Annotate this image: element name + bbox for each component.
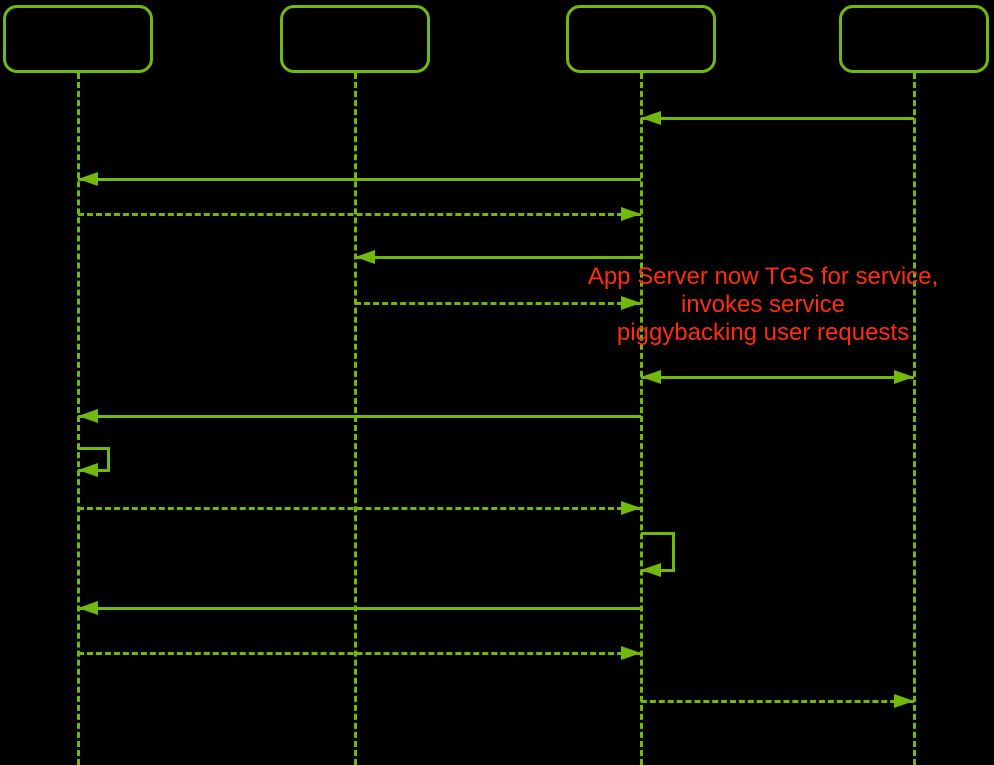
message-line [78,606,641,610]
message-line [78,651,641,655]
arrowhead-icon [894,694,914,708]
actor-box [839,5,989,73]
arrowhead-icon [621,501,641,515]
annotation-line-3: piggybacking user requests [616,319,910,346]
actor-box [3,5,153,73]
lifeline [353,73,357,765]
arrowhead-icon [621,296,641,310]
message-line [78,177,641,181]
lifeline [639,73,643,765]
message-line [78,414,641,418]
arrowhead-icon [78,463,98,477]
actor-box [566,5,716,73]
arrowhead-icon [641,111,661,125]
message-line [355,255,641,259]
message-line [641,699,914,703]
arrowhead-icon [621,207,641,221]
message-line [78,212,641,216]
annotation-line-1: App Server now TGS for service, [587,263,939,290]
arrowhead-icon [894,370,914,384]
arrowhead-icon [621,646,641,660]
arrowhead-icon [641,563,661,577]
arrowhead-icon [78,409,98,423]
annotation: App Server now TGS for service, invokes … [588,263,938,347]
arrowhead-icon [641,370,661,384]
message-line [78,506,641,510]
arrowhead-icon [355,250,375,264]
arrowhead-icon [78,172,98,186]
arrowhead-icon [78,601,98,615]
message-line [355,301,641,305]
actor-box [280,5,430,73]
lifeline [912,73,916,765]
message-line [641,375,914,379]
annotation-line-2: invokes service [680,291,846,318]
message-line [641,116,914,120]
